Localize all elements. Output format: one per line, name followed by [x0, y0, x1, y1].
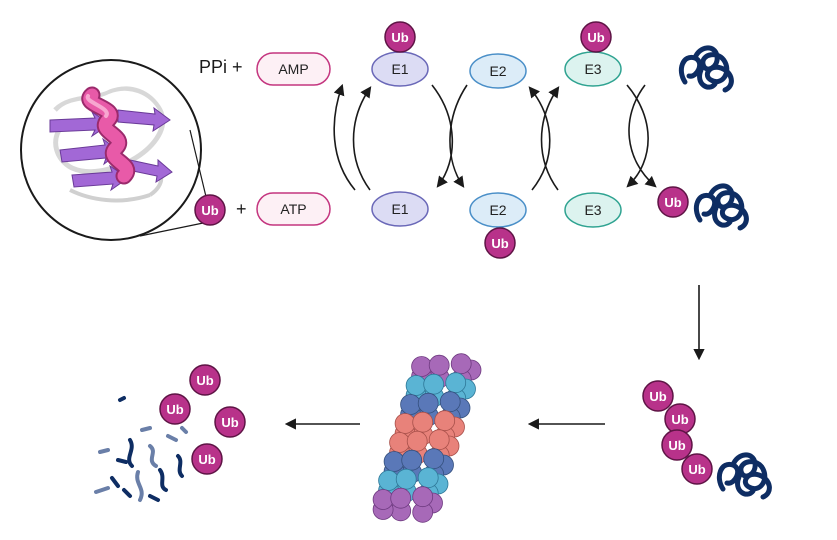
proteasome-subunit — [400, 394, 422, 415]
ub-label: Ub — [671, 412, 688, 427]
proteasome-subunit — [395, 468, 417, 490]
e1-bottom-node: E1 — [371, 191, 429, 227]
protein-coil-icon — [719, 455, 769, 497]
e1-bottom-label: E1 — [391, 201, 408, 217]
proteasome-subunit — [439, 391, 461, 413]
flow-arrows — [284, 285, 705, 430]
ub-label: Ub — [196, 373, 213, 388]
ub-label: Ub — [201, 203, 218, 218]
amp-node: AMP — [256, 52, 331, 86]
ub-label: Ub — [668, 438, 685, 453]
proteasome-subunit — [428, 354, 450, 376]
ub-substrate-badge: Ub — [657, 186, 689, 218]
protein-coil-icon — [696, 186, 746, 228]
proteasome-subunit — [412, 411, 434, 433]
proteasome-subunit — [394, 413, 416, 434]
ub-label: Ub — [688, 462, 705, 477]
ub-label: Ub — [198, 452, 215, 467]
plus-label: + — [236, 199, 247, 219]
proteasome-subunit — [390, 487, 412, 509]
e2-top-label: E2 — [489, 63, 506, 79]
atp-node: ATP — [256, 192, 331, 226]
e2-bottom-node: E2 — [469, 192, 527, 228]
proteasome-subunit — [406, 430, 428, 452]
proteasome-icon — [372, 353, 482, 523]
ubiquitin-ribbon-icon — [20, 59, 209, 241]
proteasome-subunit — [434, 410, 456, 432]
e3-bottom-label: E3 — [584, 202, 601, 218]
ub-label: Ub — [491, 236, 508, 251]
proteasome-subunit — [417, 467, 439, 489]
e1-top-node: E1 — [371, 51, 429, 87]
ub-e3-badge: Ub — [580, 21, 612, 53]
atp-label: ATP — [280, 201, 306, 217]
proteasome-subunit — [450, 353, 472, 375]
e3-bottom-node: E3 — [564, 192, 622, 228]
ppi-plus-label: PPi + — [199, 57, 243, 77]
proteasome-subunit — [389, 432, 411, 453]
proteasome-subunit — [372, 489, 394, 510]
ub-label: Ub — [221, 415, 238, 430]
ub-label: Ub — [587, 30, 604, 45]
ub-label: Ub — [664, 195, 681, 210]
proteasome-subunit — [412, 486, 434, 508]
e3-top-label: E3 — [584, 61, 601, 77]
protein-coil-icon — [681, 48, 731, 90]
ub-label: Ub — [649, 389, 666, 404]
proteasome-subunit — [423, 373, 445, 395]
ub-label: Ub — [391, 30, 408, 45]
proteasome-subunit — [423, 448, 445, 470]
ub-free-badge: Ub — [194, 194, 226, 226]
e3-top-node: E3 — [564, 51, 622, 87]
released-ubiquitins: Ub Ub Ub Ub — [159, 364, 246, 475]
amp-label: AMP — [278, 61, 308, 77]
e1-top-label: E1 — [391, 61, 408, 77]
proteasome-subunit — [411, 356, 433, 377]
e2-bottom-label: E2 — [489, 202, 506, 218]
proteasome-subunit — [405, 375, 427, 396]
proteasome-subunit — [445, 372, 467, 394]
proteasome-subunit — [383, 451, 405, 472]
proteasome-subunit — [417, 392, 439, 414]
ub-e1-badge: Ub — [384, 21, 416, 53]
polyubiquitin-chain: Ub Ub Ub Ub — [642, 380, 713, 485]
peptide-fragments-icon — [94, 396, 188, 502]
ub-label: Ub — [166, 402, 183, 417]
cycle-arrows — [333, 83, 657, 191]
proteasome-subunit — [378, 470, 400, 491]
proteasome-subunit — [401, 449, 423, 471]
proteasome-subunit — [428, 429, 450, 451]
e2-top-node: E2 — [469, 53, 527, 89]
ub-e2-badge: Ub — [484, 227, 516, 259]
